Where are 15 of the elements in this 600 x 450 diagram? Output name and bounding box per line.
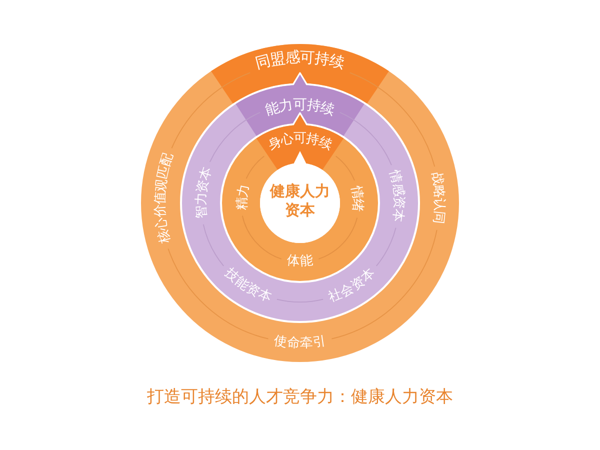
outer-ring <box>141 44 459 362</box>
ring-label: 情绪 <box>348 184 366 212</box>
sector-heading: 同盟感可持续 <box>253 48 347 72</box>
sector-heading: 身心可持续 <box>266 130 334 153</box>
ring-label: 智力资本 <box>193 165 215 220</box>
ring-label: 精力 <box>234 182 252 210</box>
ring-label: 战略认同 <box>428 171 448 225</box>
ring-label: 体能 <box>286 252 314 269</box>
caption: 打造可持续的人才竞争力：健康人力资本 <box>146 386 454 408</box>
ring-label: 技能资本 <box>222 265 274 305</box>
ring-label: 核心价值观匹配 <box>152 151 176 245</box>
ring-label: 使命牵引 <box>273 333 327 351</box>
ring-label: 社会资本 <box>326 265 378 305</box>
ring-label: 情感资本 <box>386 168 407 223</box>
sector-heading: 能力可持续 <box>263 97 337 119</box>
